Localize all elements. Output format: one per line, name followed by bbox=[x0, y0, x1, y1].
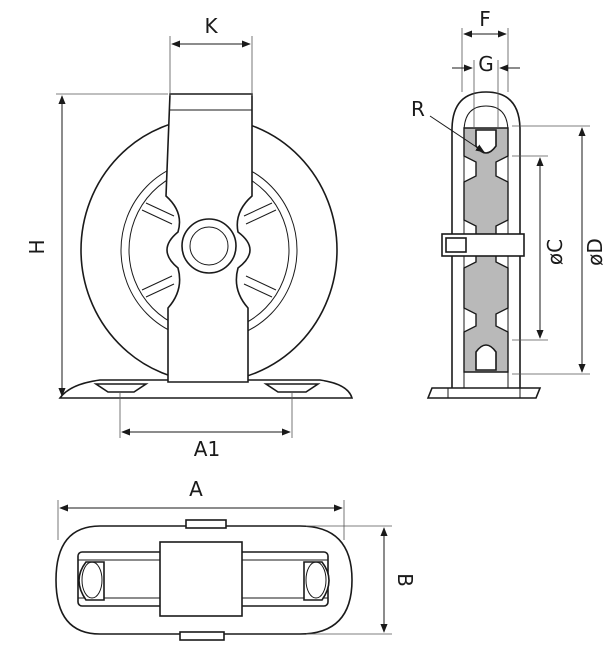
base-slot-right bbox=[263, 383, 321, 393]
hub-inner bbox=[189, 226, 229, 266]
label-r: R bbox=[411, 97, 425, 121]
top-view: A B bbox=[55, 477, 417, 641]
front-view: K H A1 bbox=[25, 14, 354, 461]
label-h: H bbox=[25, 239, 49, 254]
fork-body bbox=[165, 93, 253, 383]
side-fork-inner bbox=[463, 105, 509, 390]
side-axle-nut bbox=[445, 237, 467, 253]
side-view: F G R øC øD bbox=[411, 7, 607, 399]
side-base bbox=[426, 387, 542, 399]
label-c: øC bbox=[543, 239, 567, 265]
label-a1: A1 bbox=[194, 437, 220, 461]
groove-top bbox=[475, 129, 497, 154]
radius-leader bbox=[429, 115, 485, 153]
groove-bottom bbox=[475, 344, 497, 371]
base-slot-left bbox=[93, 383, 149, 393]
hub-outer bbox=[181, 218, 237, 274]
label-b: B bbox=[393, 573, 417, 587]
top-center-block bbox=[159, 541, 243, 617]
top-slot-left bbox=[78, 561, 105, 601]
label-a: A bbox=[189, 477, 203, 501]
label-g: G bbox=[478, 52, 494, 76]
label-f: F bbox=[479, 7, 491, 31]
wheel-spokes bbox=[141, 202, 277, 298]
label-d: øD bbox=[583, 238, 607, 266]
top-slot-right bbox=[303, 561, 330, 601]
label-k: K bbox=[204, 14, 218, 38]
